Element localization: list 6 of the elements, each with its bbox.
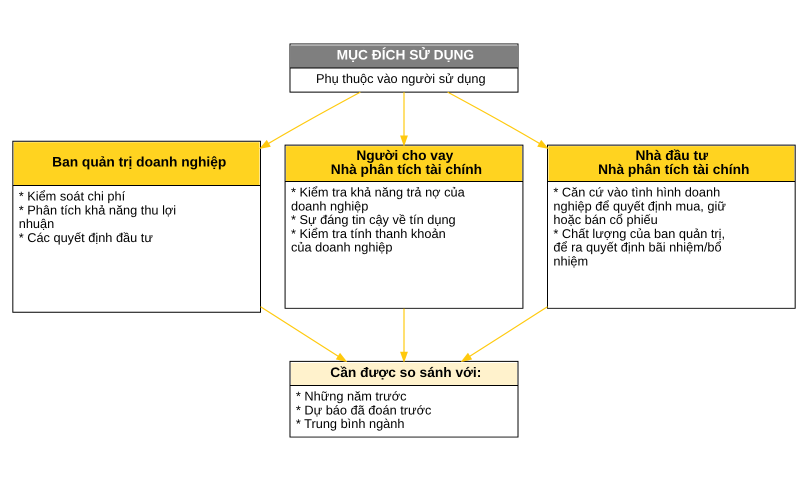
arrow: [259, 91, 361, 148]
arrow: [447, 91, 549, 148]
arrow: [400, 92, 408, 146]
arrow: [400, 308, 408, 362]
arrow: [460, 306, 548, 362]
arrow: [260, 306, 348, 362]
